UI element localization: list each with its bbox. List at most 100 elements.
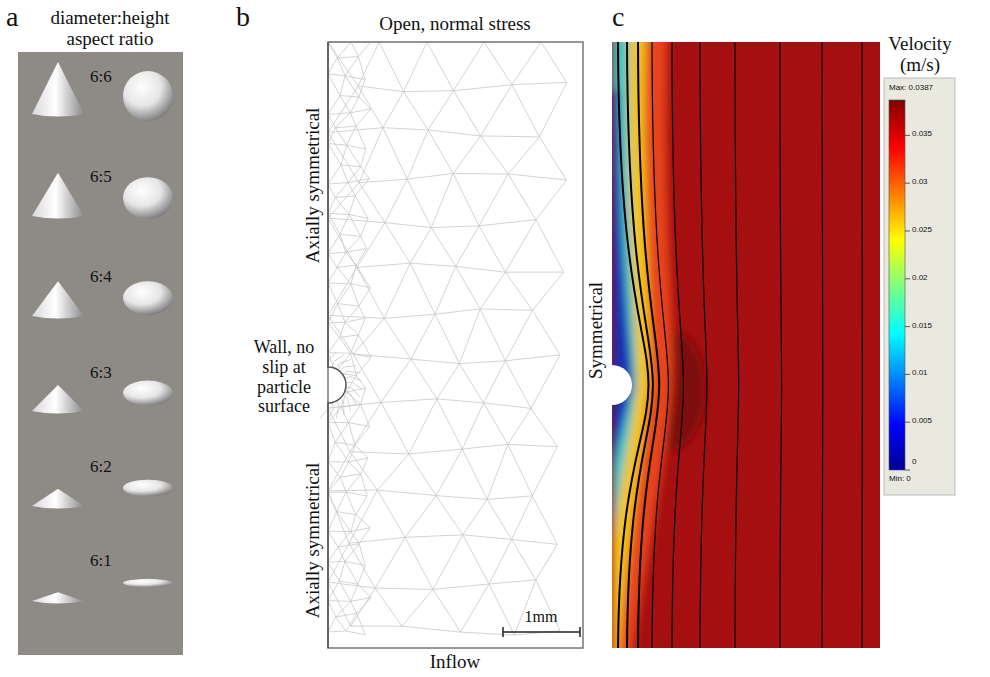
- mesh-edge: [328, 184, 335, 198]
- cone: [32, 385, 84, 414]
- boundary-label: Inflow: [430, 652, 481, 673]
- mesh-edge: [337, 252, 346, 267]
- mesh-edge: [402, 589, 433, 626]
- mesh-edge: [335, 198, 349, 215]
- streamline: [821, 42, 823, 648]
- mesh-edge: [480, 309, 505, 361]
- mesh-edge: [456, 266, 506, 272]
- mesh-edge: [484, 403, 531, 409]
- mesh-edge: [505, 220, 536, 273]
- mesh-edge: [508, 174, 536, 220]
- mesh-edge: [346, 492, 356, 515]
- mesh-edge: [328, 283, 351, 285]
- mesh-edge: [328, 268, 337, 284]
- mesh-edge: [459, 364, 483, 403]
- mesh-edge: [349, 423, 370, 427]
- mesh-edge: [340, 234, 361, 236]
- mesh-edge: [381, 399, 437, 403]
- mesh-edge: [328, 402, 381, 408]
- mesh-edge: [350, 97, 359, 113]
- mesh-edge: [358, 57, 365, 80]
- mesh-edge: [410, 263, 456, 266]
- mesh-edge: [404, 92, 429, 130]
- mesh-edge: [328, 582, 351, 626]
- mesh-edge: [328, 407, 341, 422]
- mesh-edge: [340, 462, 349, 477]
- mesh-edge: [328, 352, 336, 361]
- mesh-edge: [328, 254, 337, 268]
- mesh-edge: [328, 408, 350, 452]
- mesh-edge: [383, 128, 407, 180]
- mesh-edge: [328, 531, 338, 547]
- mesh-edge: [352, 388, 360, 397]
- mesh-edge: [355, 196, 368, 219]
- mesh-edge: [328, 601, 336, 617]
- mesh-edge: [345, 322, 359, 335]
- mesh-edge: [328, 86, 358, 133]
- mesh-edge: [338, 304, 345, 323]
- mesh-edge: [489, 584, 514, 635]
- mesh-edge: [351, 528, 370, 532]
- mesh-edge: [345, 562, 358, 585]
- mesh-edge: [435, 314, 459, 363]
- mesh-edge: [361, 236, 367, 248]
- mesh-edge: [356, 126, 366, 149]
- mesh-edge: [348, 399, 351, 411]
- mesh-edge: [355, 445, 368, 458]
- mesh-edge: [350, 376, 361, 380]
- colorbar-label: 0.005: [912, 417, 932, 426]
- spheroid: [123, 281, 173, 314]
- mesh-edge: [409, 454, 436, 496]
- mesh-edge: [505, 355, 560, 361]
- mesh-edge: [402, 626, 461, 632]
- colorbar: [889, 100, 905, 470]
- mesh-edge: [385, 179, 407, 222]
- mesh-edge: [541, 42, 567, 82]
- mesh-edge: [533, 310, 561, 355]
- mesh-edge: [337, 512, 351, 532]
- mesh-edge: [340, 337, 351, 353]
- mesh: [320, 42, 567, 635]
- mesh-edge: [351, 626, 402, 627]
- mesh-edge: [349, 543, 375, 588]
- mesh-edge: [463, 535, 489, 584]
- mesh-edge: [353, 354, 381, 402]
- mesh-edge: [328, 547, 338, 562]
- mesh-edge: [531, 408, 557, 446]
- mesh-edge: [350, 113, 356, 126]
- mesh-edge: [481, 136, 509, 174]
- mesh-edge: [428, 130, 453, 174]
- mesh-edge: [505, 361, 531, 409]
- mesh-edge: [358, 565, 365, 584]
- mesh-edge: [359, 97, 371, 109]
- mesh-edge: [480, 309, 532, 310]
- mesh-edge: [320, 409, 328, 418]
- mesh-edge: [407, 130, 428, 179]
- mesh-edge: [345, 76, 359, 97]
- mesh-edge: [404, 42, 428, 92]
- mesh-edge: [328, 561, 345, 563]
- mesh-edge: [480, 272, 505, 309]
- mesh-edge: [328, 337, 340, 352]
- mesh-edge: [359, 318, 366, 335]
- mesh-edge: [435, 266, 456, 314]
- label: Min: 0: [889, 475, 911, 484]
- streamline: [780, 42, 782, 648]
- mesh-edge: [328, 442, 335, 462]
- mesh-edge: [328, 352, 351, 354]
- mesh-edge: [375, 588, 402, 626]
- mesh-edge: [484, 403, 508, 444]
- mesh-edge: [328, 492, 337, 511]
- mesh-edge: [338, 544, 359, 547]
- mesh-edge: [346, 382, 352, 384]
- mesh-edge: [505, 272, 532, 310]
- mesh-edge: [489, 580, 536, 584]
- mesh-edge: [350, 452, 409, 454]
- mesh-edge: [337, 265, 356, 267]
- tick: [905, 183, 910, 184]
- mesh-edge: [361, 404, 370, 426]
- mesh-edge: [336, 617, 346, 631]
- mesh-edge: [337, 512, 356, 515]
- mesh-edge: [328, 283, 338, 304]
- colorbar-label: 0.03: [912, 178, 928, 187]
